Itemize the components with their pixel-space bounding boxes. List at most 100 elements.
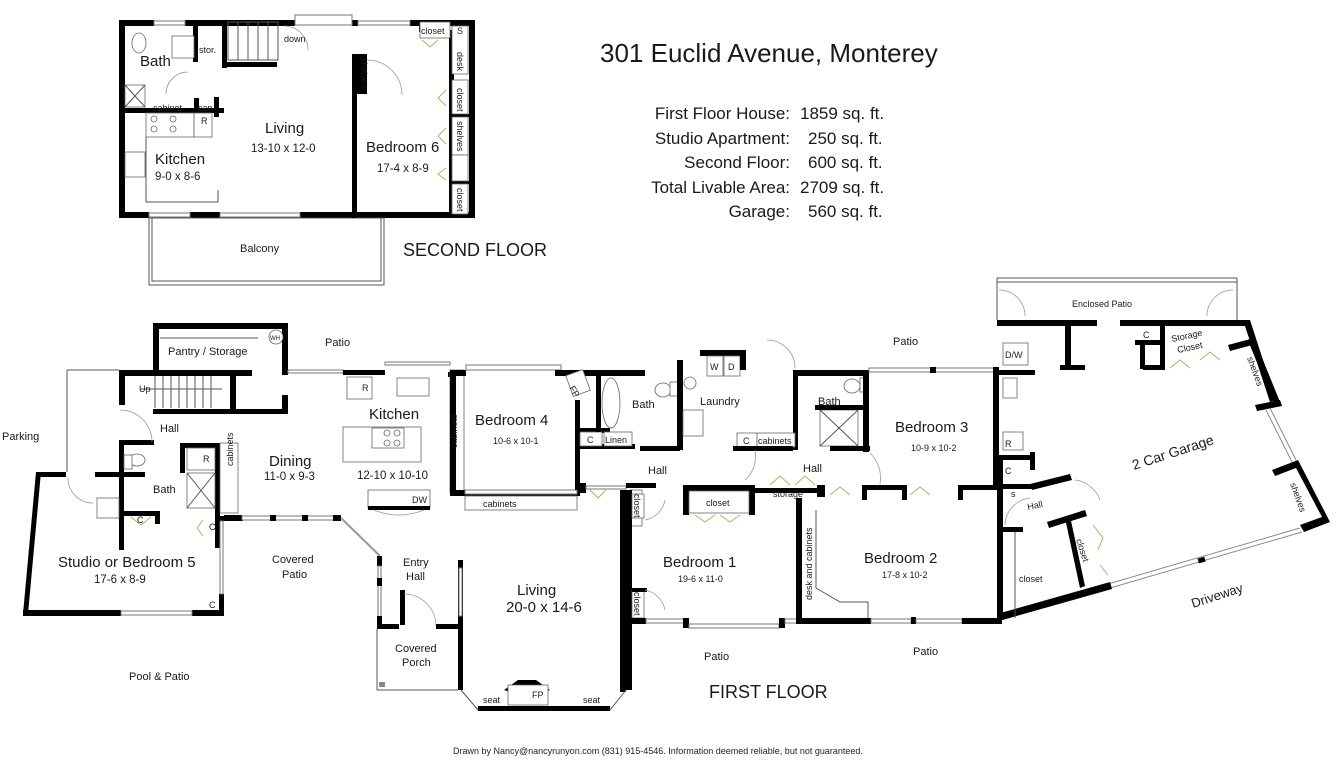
fixture-label: closet <box>455 188 465 212</box>
fixture-label: cabinets <box>483 499 517 509</box>
fixture-label: shelves <box>455 121 465 152</box>
area-label: Patio <box>325 337 350 349</box>
stat-value: 2709 sq. ft. <box>800 177 885 197</box>
fixture-label: cabinets <box>449 414 459 448</box>
stat-label: Studio Apartment: <box>654 128 790 148</box>
fixture-label: closet <box>1019 574 1043 584</box>
fixture-label: C <box>743 436 750 446</box>
room-dimension: 17-4 x 8-9 <box>377 163 429 175</box>
area-label: Patio <box>282 569 307 581</box>
room-label: Kitchen <box>155 151 205 168</box>
stat-label: Total Livable Area: <box>651 177 790 197</box>
fixture-label: FP <box>567 384 581 399</box>
area-label: Enclosed Patio <box>1072 299 1132 309</box>
credit-line: Drawn by Nancy@nancyrunyon.com (831) 915… <box>453 746 863 756</box>
room-label: Pantry / Storage <box>168 346 248 358</box>
area-label: Patio <box>893 336 918 348</box>
room-label: Dining <box>269 453 312 470</box>
area-summary: First Floor House: 1859 sq. ft. Studio Ap… <box>600 102 918 225</box>
room-label: Hall <box>406 571 425 583</box>
area-label: Patio <box>704 651 729 663</box>
stat-garage: Garage: 560 sq. ft. <box>600 200 918 225</box>
fixture-label: C <box>1143 330 1150 340</box>
stat-label: First Floor House: <box>654 104 790 123</box>
second-floor-labels: Bath stor. down R cabinet can Kitchen 9-… <box>140 26 465 255</box>
fixture-label: C <box>587 435 594 445</box>
room-label: Hall <box>160 423 179 435</box>
fixture-label: closet <box>455 88 465 112</box>
fixture-label: C <box>209 600 216 610</box>
fixture-label: seat <box>483 695 501 705</box>
stat-value: 600 sq. ft. <box>808 153 883 172</box>
fixture-label: shelves <box>359 58 369 89</box>
room-label: Entry <box>403 557 429 569</box>
room-label: Bath <box>818 396 841 408</box>
fixture-label: down <box>284 34 306 44</box>
fixture-label: cabinet <box>153 103 183 113</box>
room-label: Bath <box>632 399 655 411</box>
room-label: Hall <box>1026 499 1043 512</box>
fixture-label: seat <box>583 695 601 705</box>
fixture-label: stor. <box>199 45 216 55</box>
room-dimension: 9-0 x 8-6 <box>155 171 200 183</box>
stat-first-floor: First Floor House: 1859 sq. ft. <box>600 102 918 127</box>
stat-label: Garage: <box>728 202 790 221</box>
room-label: Hall <box>803 463 822 475</box>
room-dimension: 12-10 x 10-10 <box>357 470 428 482</box>
room-label: Bedroom 4 <box>475 412 548 429</box>
fixture-label: D <box>728 362 735 372</box>
fixture-label: cabinets <box>225 432 235 466</box>
stat-second-floor: Second Floor:600 sq. ft. <box>600 151 918 176</box>
room-dimension: 19-6 x 11-0 <box>678 574 723 584</box>
fixture-label: R <box>362 383 369 393</box>
room-dimension: 17-8 x 10-2 <box>882 570 928 580</box>
room-dimension: 11-0 x 9-3 <box>264 471 315 483</box>
stat-value: 250 sq. ft. <box>808 128 883 148</box>
room-dimension: 10-6 x 10-1 <box>493 436 539 446</box>
fixture-label: Up <box>139 384 151 394</box>
property-title: 301 Euclid Avenue, Monterey <box>600 38 938 68</box>
area-label: Parking <box>2 431 39 443</box>
fixture-label: closet <box>421 26 445 36</box>
fixture-label: desk and cabinets <box>804 527 814 600</box>
first-floor-plan <box>23 277 1330 711</box>
room-label: Balcony <box>240 243 280 255</box>
room-label: 2 Car Garage <box>1130 431 1216 472</box>
fixture-label: can <box>198 103 213 113</box>
fixture-label: D/W <box>1005 350 1023 360</box>
area-label: Pool & Patio <box>129 671 190 683</box>
room-dimension: 10-9 x 10-2 <box>911 443 957 453</box>
room-label: Studio or Bedroom 5 <box>58 554 196 571</box>
area-label: Porch <box>402 657 431 669</box>
fixture-label: C <box>1005 466 1012 476</box>
stat-total: Total Livable Area: 2709 sq. ft. <box>600 176 918 201</box>
fixture-label: DW <box>412 495 427 505</box>
room-dimension: 17-6 x 8-9 <box>94 574 146 586</box>
stat-value: 1859 sq. ft. <box>800 104 885 123</box>
fixture-label: s <box>1011 489 1016 499</box>
room-label: Kitchen <box>369 406 419 423</box>
fixture-label: C <box>209 522 216 532</box>
room-dimension: 20-0 x 14-6 <box>506 599 582 616</box>
room-label: Bedroom 1 <box>663 554 736 571</box>
room-label: Bedroom 3 <box>895 419 968 436</box>
room-label: Bedroom 6 <box>366 139 439 156</box>
area-label: Driveway <box>1189 580 1245 611</box>
room-label: Hall <box>648 465 667 477</box>
fixture-label: closet <box>706 498 730 508</box>
fixture-label: S <box>457 26 463 36</box>
room-dimension: 13-10 x 12-0 <box>251 143 316 155</box>
fixture-label: C <box>137 515 144 525</box>
first-floor-label: FIRST FLOOR <box>709 682 828 702</box>
fixture-label: WH <box>270 336 280 342</box>
room-label: Bath <box>140 53 171 70</box>
stat-studio: Studio Apartment: 250 sq. ft. <box>600 127 918 152</box>
room-label: Bath <box>153 484 176 496</box>
stat-value: 560 sq. ft. <box>808 202 883 221</box>
area-label: Covered <box>395 643 437 655</box>
second-floor-plan <box>119 14 475 286</box>
fixture-label: shelves <box>1288 481 1308 514</box>
second-floor-label: SECOND FLOOR <box>403 240 548 260</box>
room-label: Living <box>517 582 556 599</box>
